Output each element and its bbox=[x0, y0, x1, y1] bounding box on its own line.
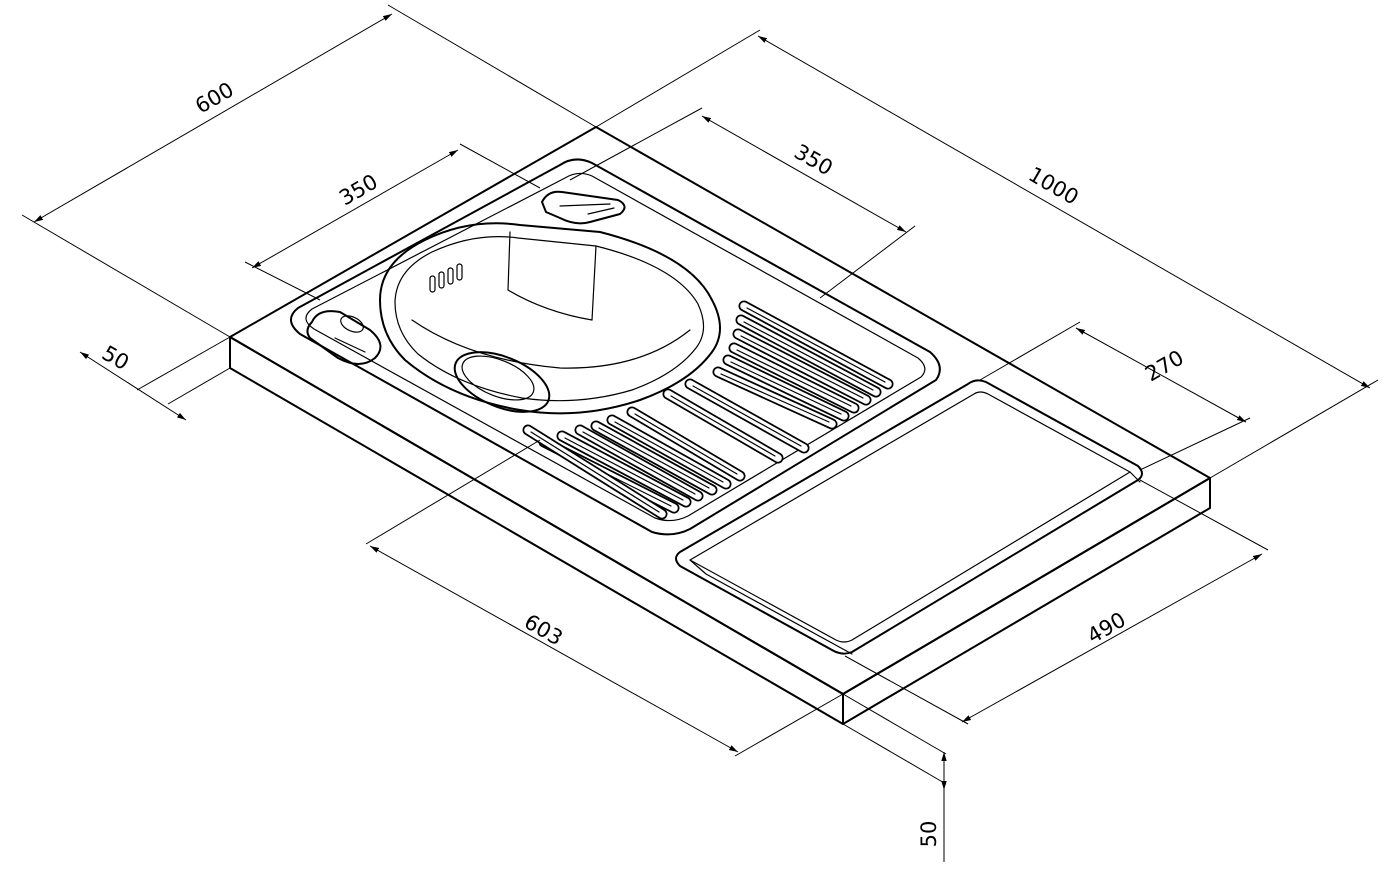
tap-hole bbox=[306, 310, 382, 365]
drainer-groove-upper-7 bbox=[684, 378, 810, 454]
drainer-groove-lower-7 bbox=[522, 424, 668, 520]
ext-603-a bbox=[365, 439, 541, 545]
dim-line-350-right bbox=[701, 115, 907, 233]
dim-line-600 bbox=[33, 13, 393, 223]
ext-350-left-b bbox=[459, 143, 541, 189]
drain-inner bbox=[461, 355, 535, 401]
ext-600-a bbox=[21, 214, 231, 338]
slab-side-face bbox=[842, 477, 1211, 725]
ext-600-b bbox=[387, 4, 597, 128]
dim-line-350-left bbox=[251, 149, 459, 269]
drainer-groove-upper-6 bbox=[712, 366, 838, 430]
board-lip bbox=[689, 559, 853, 655]
drainer-groove-upper-8 bbox=[662, 388, 784, 464]
tap-hole-area bbox=[306, 310, 382, 365]
label-270: 270 bbox=[1141, 346, 1188, 387]
drainer-groove-lower-4 bbox=[574, 424, 704, 502]
dim-line-270 bbox=[1075, 327, 1247, 423]
bowl-side-line-2 bbox=[591, 245, 597, 321]
slab-top-face bbox=[229, 126, 1211, 695]
label-490: 490 bbox=[1083, 608, 1130, 649]
label-50-left: 50 bbox=[98, 341, 133, 375]
ext-270-b bbox=[1139, 417, 1251, 471]
bowl-inner-wall bbox=[394, 236, 705, 402]
sink-inset bbox=[290, 158, 941, 536]
ext-603-b bbox=[734, 693, 844, 757]
dim-line-50-left bbox=[79, 351, 187, 421]
drainer-groove-lower-3 bbox=[590, 420, 718, 496]
ext-270-a bbox=[979, 321, 1081, 381]
label-50-right: 50 bbox=[917, 821, 941, 848]
drainer-groove-upper-5 bbox=[722, 354, 850, 422]
tap-hole-slot bbox=[334, 337, 366, 353]
ext-350-right-b bbox=[819, 225, 916, 299]
ext-50-right-b bbox=[842, 693, 947, 755]
sink-inset-outer-rim bbox=[290, 158, 941, 536]
ext-1000-b bbox=[1209, 379, 1379, 479]
slab-front-face bbox=[229, 336, 844, 725]
drainer-groove-lower-5 bbox=[556, 430, 692, 508]
dimension-lines bbox=[21, 4, 1379, 862]
drainer-grooves bbox=[522, 300, 894, 520]
ext-1000-a bbox=[595, 29, 761, 128]
board-lip-side bbox=[1129, 471, 1141, 483]
label-600: 600 bbox=[191, 78, 238, 119]
dim-line-603 bbox=[369, 545, 739, 753]
label-603: 603 bbox=[520, 610, 567, 651]
dim-line-490 bbox=[961, 553, 1263, 723]
sink-bowl bbox=[379, 222, 721, 415]
soap-recess bbox=[541, 190, 626, 225]
overflow-slots bbox=[429, 263, 463, 293]
bowl-outer-rim bbox=[379, 222, 721, 415]
label-350-left: 350 bbox=[335, 170, 382, 211]
ext-50-right-a bbox=[842, 723, 947, 785]
ext-350-left-a bbox=[244, 261, 321, 301]
bowl-side-line-3 bbox=[507, 289, 593, 321]
ext-50-left-b bbox=[167, 367, 231, 405]
board-inner-edge bbox=[689, 391, 1131, 643]
tap-hole-opening bbox=[340, 315, 364, 333]
ext-350-right-a bbox=[569, 107, 703, 181]
drain-outer bbox=[453, 351, 551, 413]
dim-line-1000 bbox=[757, 35, 1371, 389]
bowl-side-line-1 bbox=[507, 231, 511, 291]
ext-50-left-a bbox=[136, 336, 231, 391]
sink-inset-inner-rim bbox=[305, 172, 926, 522]
drainer-groove-lower-2 bbox=[606, 414, 732, 490]
ext-490-b bbox=[844, 655, 969, 725]
drainer-groove-lower-1 bbox=[626, 406, 746, 482]
label-1000: 1000 bbox=[1024, 162, 1082, 210]
ext-490-a bbox=[1139, 479, 1269, 551]
bowl-bottom-curve bbox=[411, 319, 691, 369]
label-350-right: 350 bbox=[790, 140, 837, 181]
